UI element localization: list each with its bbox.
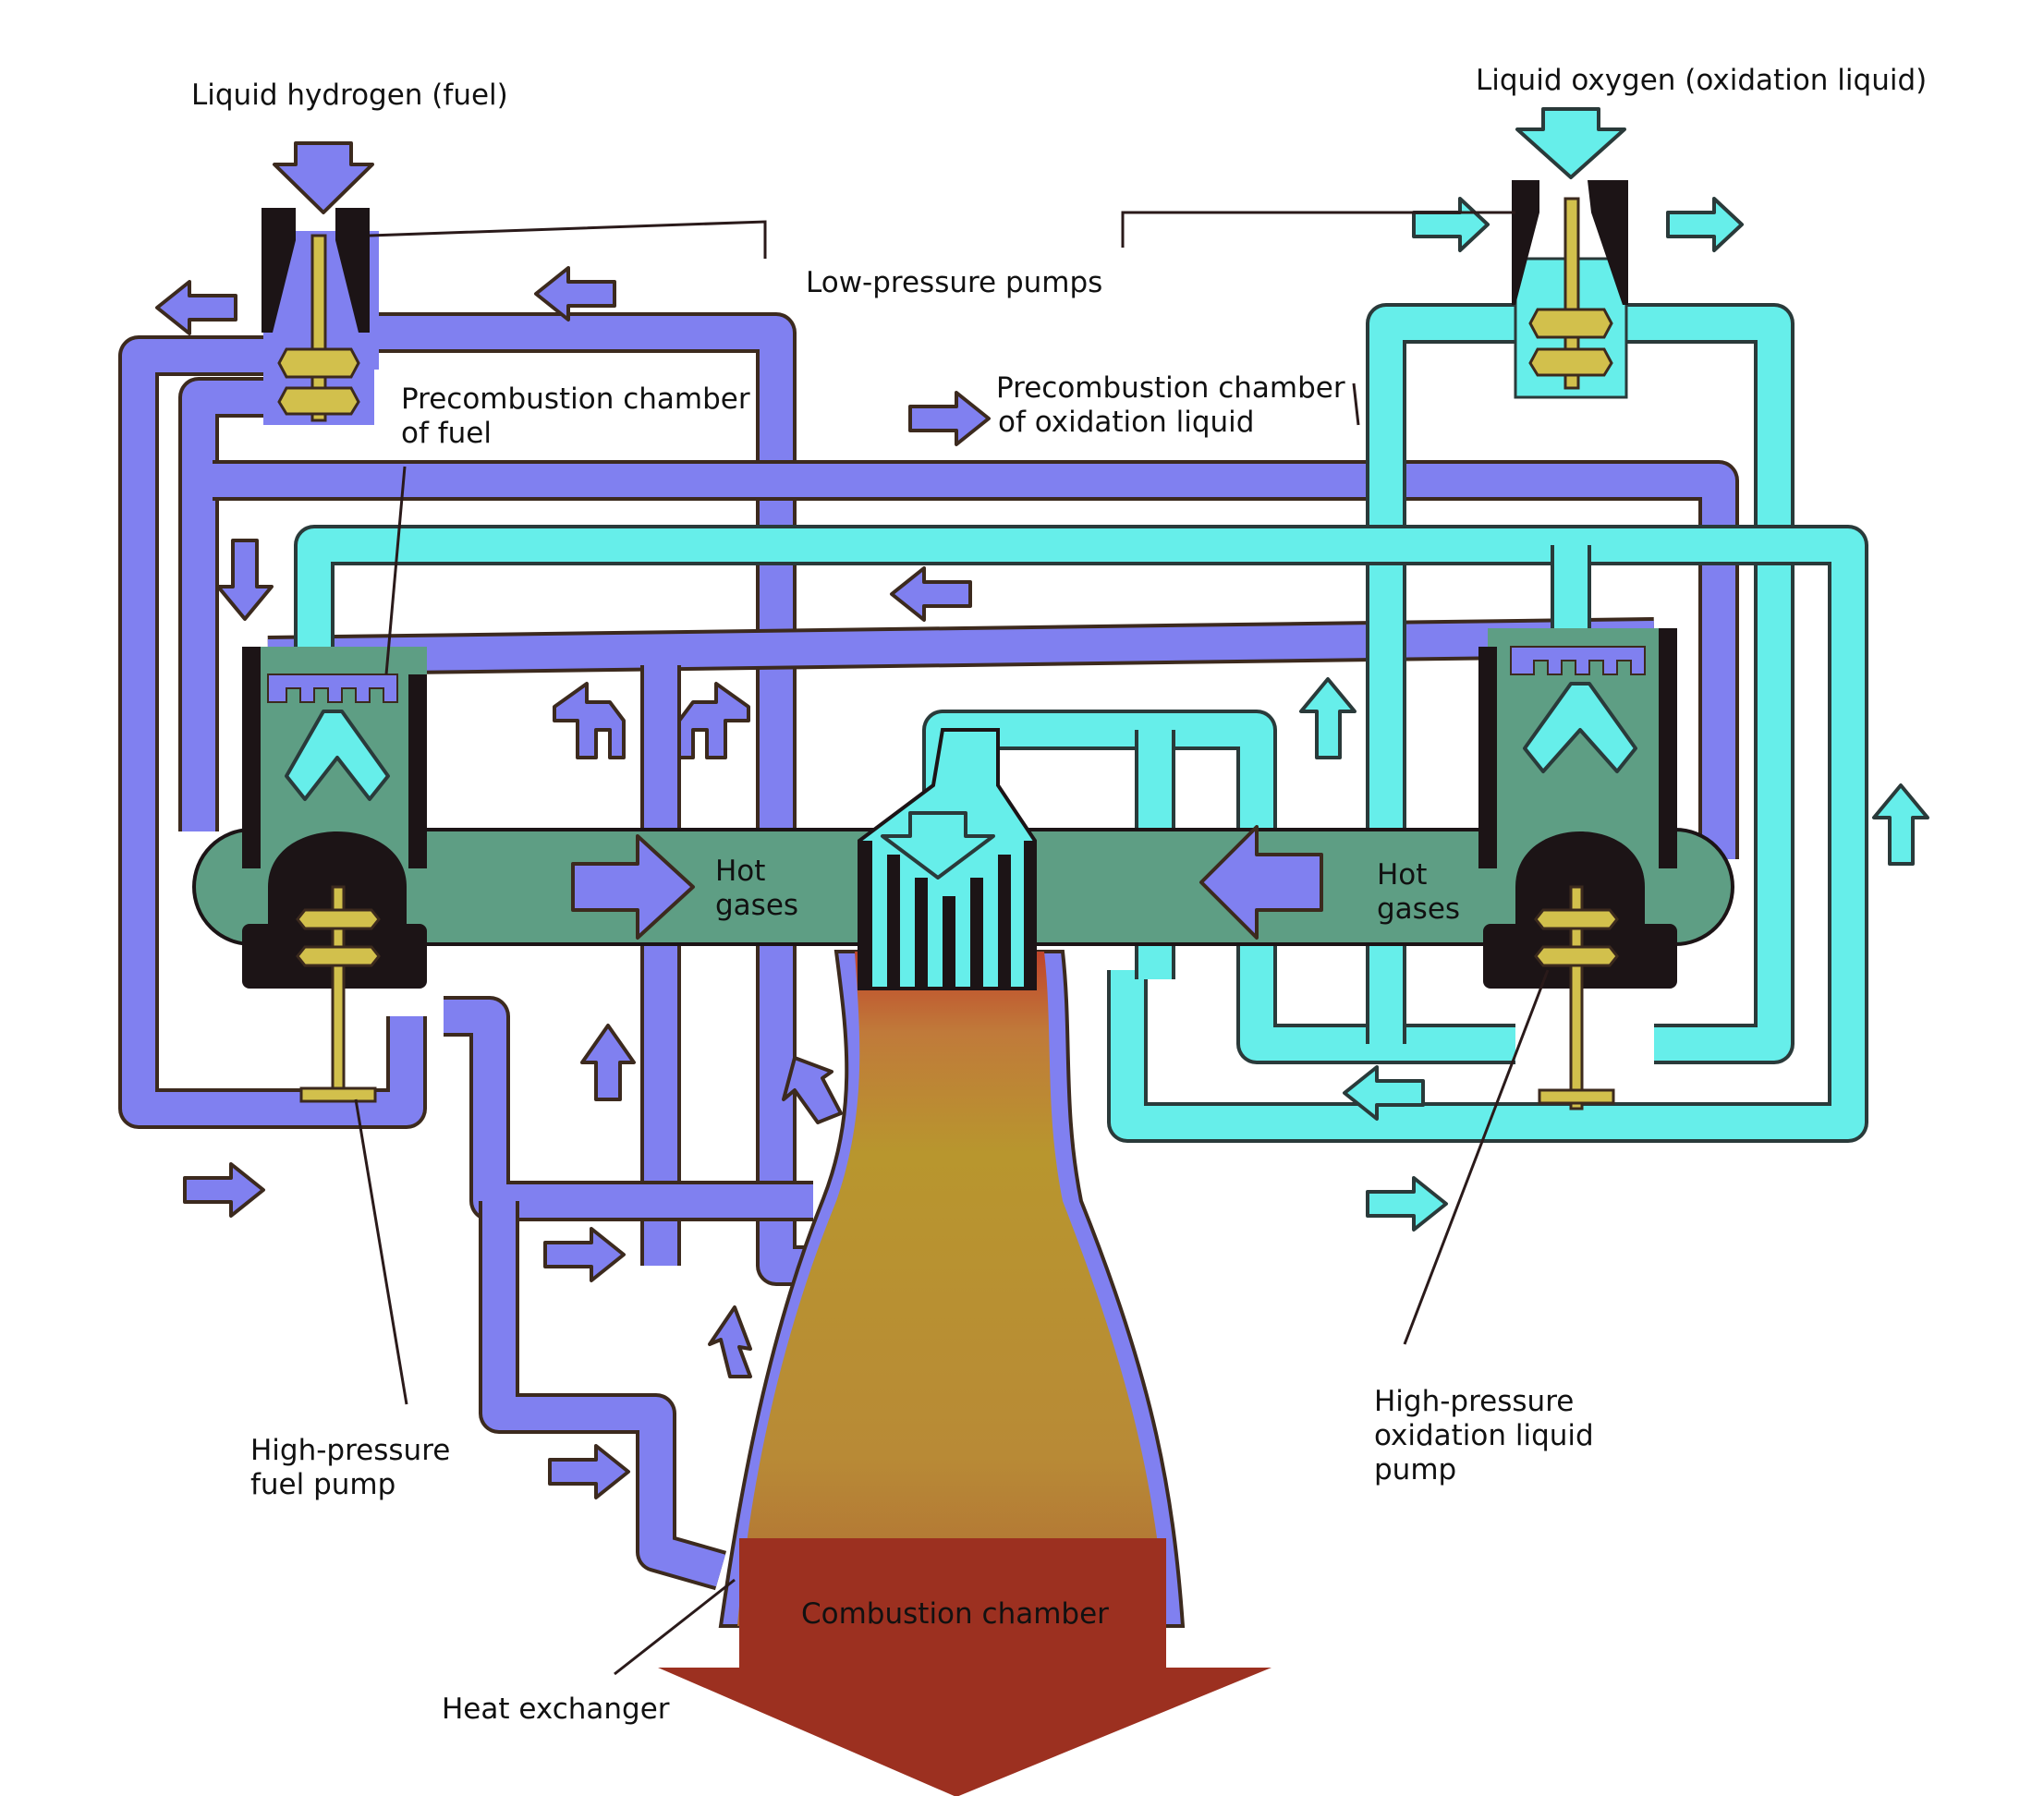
label-combustion-chamber: Combustion chamber [801, 1597, 1109, 1631]
label-hp-ox-pump-3: pump [1374, 1453, 1456, 1487]
label-hp-fuel-pump-1: High-pressure [250, 1434, 450, 1467]
combustion-chamber-band [739, 1538, 1166, 1677]
nozzle [658, 950, 1271, 1796]
oxidizer-hp-turbine-icon [1534, 885, 1619, 1110]
label-hp-fuel-pump-2: fuel pump [250, 1468, 395, 1501]
fuel-piping [118, 312, 1739, 1591]
flow-arrows [155, 197, 1929, 1499]
main-injector [858, 728, 1037, 990]
fuel-preburner [242, 647, 427, 1103]
fuel-hp-turbine-icon [296, 885, 381, 1103]
labels: Liquid hydrogen (fuel) Liquid oxygen (ox… [191, 64, 1927, 1726]
label-liquid-oxygen: Liquid oxygen (oxidation liquid) [1476, 64, 1927, 97]
label-hot-gases-left-2: gases [715, 889, 798, 922]
label-hot-gases-right-1: Hot [1377, 858, 1427, 892]
oxidizer-inlet-arrow [1515, 107, 1626, 179]
hot-gas-arrow-right [571, 834, 695, 940]
low-pressure-fuel-pump [262, 141, 379, 425]
label-precomb-ox-2: of oxidation liquid [998, 406, 1254, 439]
low-pressure-oxidizer-pump [1512, 107, 1628, 399]
exhaust-arrow [658, 1668, 1271, 1796]
label-precomb-fuel-1: Precombustion chamber [401, 382, 750, 416]
label-hp-ox-pump-2: oxidation liquid [1374, 1419, 1594, 1452]
fuel-inlet-arrow [273, 141, 374, 214]
label-precomb-fuel-2: of fuel [401, 417, 492, 450]
label-hot-gases-right-2: gases [1377, 892, 1460, 926]
oxidizer-lp-turbine-icon [1528, 197, 1613, 390]
label-heat-exchanger: Heat exchanger [442, 1693, 670, 1726]
label-hp-ox-pump-1: High-pressure [1374, 1385, 1574, 1418]
label-low-pressure-pumps: Low-pressure pumps [806, 266, 1102, 299]
label-precomb-ox-1: Precombustion chamber [996, 371, 1345, 405]
fuel-lp-turbine-icon [277, 234, 360, 422]
hot-gas-arrow-left [1199, 825, 1323, 940]
label-liquid-hydrogen: Liquid hydrogen (fuel) [191, 79, 508, 112]
oxidizer-preburner [1478, 628, 1677, 1110]
label-hot-gases-left-1: Hot [715, 855, 765, 888]
leader-lines [354, 211, 1550, 1676]
